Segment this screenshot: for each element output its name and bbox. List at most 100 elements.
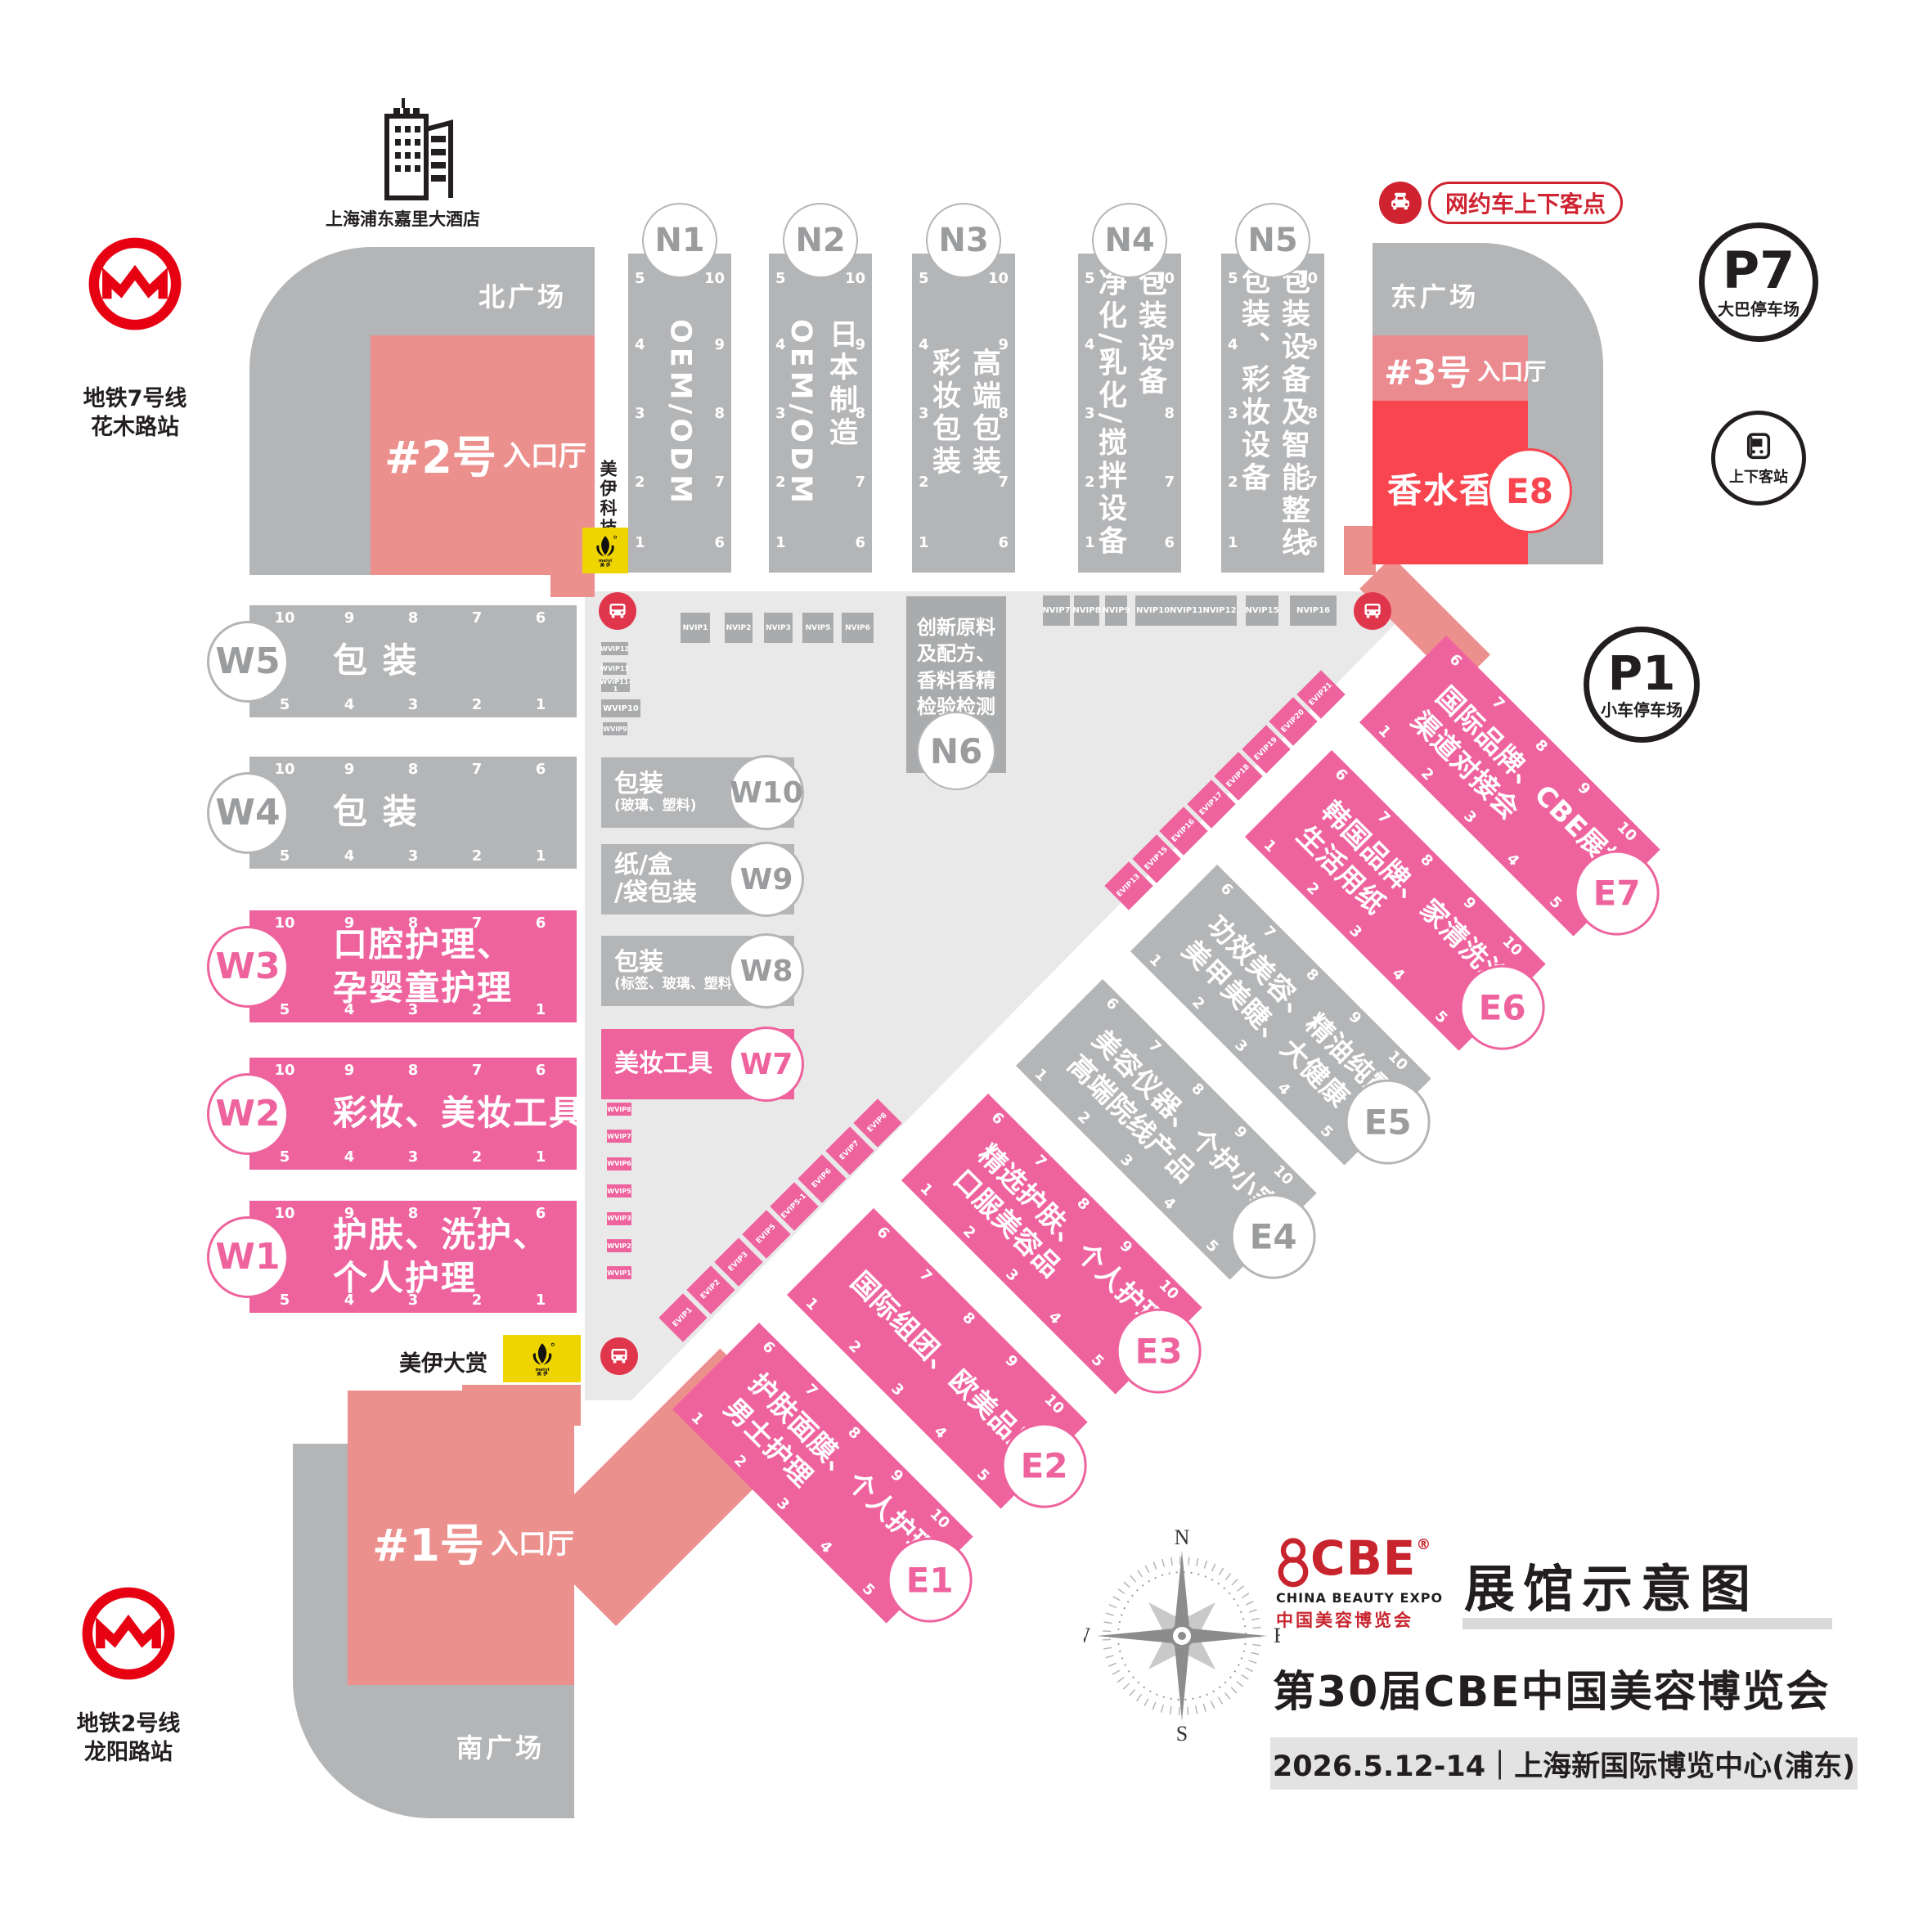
gate-number: 4 (1085, 336, 1095, 354)
gate-number: 4 (344, 1148, 355, 1166)
hall-w9-circle: W9 (729, 842, 804, 917)
gate-number: 6 (535, 1205, 546, 1222)
gate-number: 1 (535, 847, 546, 865)
map-title-underline (1462, 1618, 1832, 1629)
gate-number: 4 (919, 336, 929, 354)
pickup-station: 上下客站 (1711, 411, 1806, 505)
cbe-8-mark (1278, 1538, 1309, 1588)
hall-w4-circle: W4 (207, 771, 289, 854)
gate-number: 9 (344, 609, 355, 627)
shuttle-bus-icon (1354, 592, 1391, 630)
metro-line7-icon (88, 237, 182, 330)
east-plaza-label: 东广场 (1391, 281, 1480, 312)
vip-tag-wvip5: WVIP5 (607, 1184, 631, 1198)
gate-number: 9 (1164, 336, 1175, 354)
vip-tag-wvip3: WVIP3 (607, 1211, 631, 1225)
meiyi-logo-icon: meiyi 美 伊 (532, 1342, 555, 1377)
hall-w1-circle: W1 (207, 1215, 289, 1298)
gate-number: 1 (1374, 721, 1395, 742)
entrance-hall-2-label: #2号入口厅 (384, 432, 586, 483)
gate-number: 10 (274, 914, 295, 932)
vip-tag-wvip7: WVIP7 (607, 1130, 631, 1143)
gate-number: 3 (919, 405, 929, 423)
map-title: 展馆示意图 (1464, 1559, 1759, 1619)
vip-tag-wvip6: WVIP6 (607, 1157, 631, 1170)
hall-label-text: 包装设备及智能整线 包装、彩妆设备 (1237, 266, 1310, 560)
svg-text:W: W (1084, 1624, 1090, 1647)
gate-number: 9 (344, 761, 355, 778)
gate-number: 3 (1228, 405, 1238, 423)
gate-number: 2 (1228, 474, 1238, 492)
shuttle-bus-icon (599, 592, 636, 630)
gate-number: 8 (407, 1205, 419, 1222)
hall-n1-label: OEM/ODM (628, 254, 731, 573)
gate-number: 4 (344, 696, 355, 713)
entrance-hall-3 (1373, 335, 1528, 401)
gate-number: 5 (279, 1148, 290, 1166)
parking-p7: P7 大巴停车场 (1699, 222, 1818, 342)
svg-text:美 伊: 美 伊 (600, 561, 611, 568)
hall-e2-circle: E2 (1001, 1422, 1087, 1508)
gate-number: 1 (1145, 950, 1166, 971)
gate-number: 6 (758, 1337, 779, 1358)
gate-number: 10 (274, 609, 295, 627)
gate-number: 6 (1102, 994, 1122, 1014)
gate-number: 6 (1307, 534, 1318, 552)
gate-number: 1 (535, 1001, 546, 1018)
gate-number: 10 (844, 269, 865, 287)
parking-p1: P1 小车停车场 (1584, 627, 1700, 743)
hall-label-text: 高端包装 彩妆包装 (928, 348, 1000, 479)
gate-number: 7 (1307, 474, 1318, 492)
entrance-hall-3-label: #3号入口厅 (1384, 353, 1547, 393)
expo-subtitle: 第30届CBE中国美容博览会 (1273, 1668, 1831, 1717)
gate-number: 10 (987, 269, 1009, 287)
hall-e1-circle: E1 (887, 1537, 973, 1623)
meiyi-award-badge: meiyi 美 伊 (503, 1335, 581, 1382)
hotel-icon (372, 97, 462, 203)
hall-w9-label: 纸/盒/袋包装 (614, 850, 697, 907)
gate-number: 1 (1031, 1065, 1051, 1085)
gate-number: 8 (407, 1062, 419, 1079)
hall-w8-label: 包装(标签、玻璃、塑料) (614, 947, 739, 993)
gate-number: 4 (344, 1292, 355, 1309)
north-plaza-label: 北广场 (479, 281, 568, 312)
hall-label-text: OEM/ODM (663, 319, 697, 507)
gate-number: 8 (855, 405, 865, 423)
gate-number: 8 (714, 405, 725, 423)
hall-n4-circle: N4 (1092, 203, 1167, 278)
svg-text:meiyi: meiyi (535, 1368, 549, 1373)
date-venue-bar: 2026.5.12-14｜上海新国际博览中心(浦东) (1270, 1737, 1858, 1790)
gate-number: 7 (855, 474, 865, 492)
hall-n3-label: 高端包装 彩妆包装 (912, 254, 1015, 573)
svg-text:meiyi: meiyi (599, 559, 612, 564)
hall-n4-label: 包装设备 净化/乳化/搅拌设备 (1078, 254, 1181, 573)
gate-number: 7 (471, 1062, 483, 1079)
gate-number: 7 (1164, 474, 1175, 492)
gate-number: 1 (919, 534, 929, 552)
entrance-hall-1-label: #1号入口厅 (372, 1520, 574, 1571)
vip-tag-nvip5: NVIP5 (802, 613, 833, 643)
gate-number: 9 (344, 1062, 355, 1079)
gate-number: 10 (1153, 269, 1175, 287)
vip-tag-wvip2: WVIP2 (607, 1239, 631, 1252)
gate-number: 7 (998, 474, 1009, 492)
gate-number: 7 (471, 914, 483, 932)
gate-number: 2 (471, 696, 483, 713)
gate-number: 9 (714, 336, 725, 354)
gate-number: 10 (703, 269, 725, 287)
gate-number: 5 (279, 847, 290, 865)
gate-number: 4 (344, 1001, 355, 1018)
hall-w7-label: 美妆工具 (614, 1049, 712, 1078)
metro-line2-label: 地铁2号线龙阳路站 (76, 1711, 181, 1766)
gate-number: 9 (1307, 336, 1318, 354)
hall-w1-label: 护肤、洗护、个人护理 (333, 1215, 550, 1298)
svg-text:S: S (1176, 1722, 1188, 1742)
gate-number: 3 (407, 1001, 419, 1018)
gate-number: 5 (1085, 269, 1095, 287)
